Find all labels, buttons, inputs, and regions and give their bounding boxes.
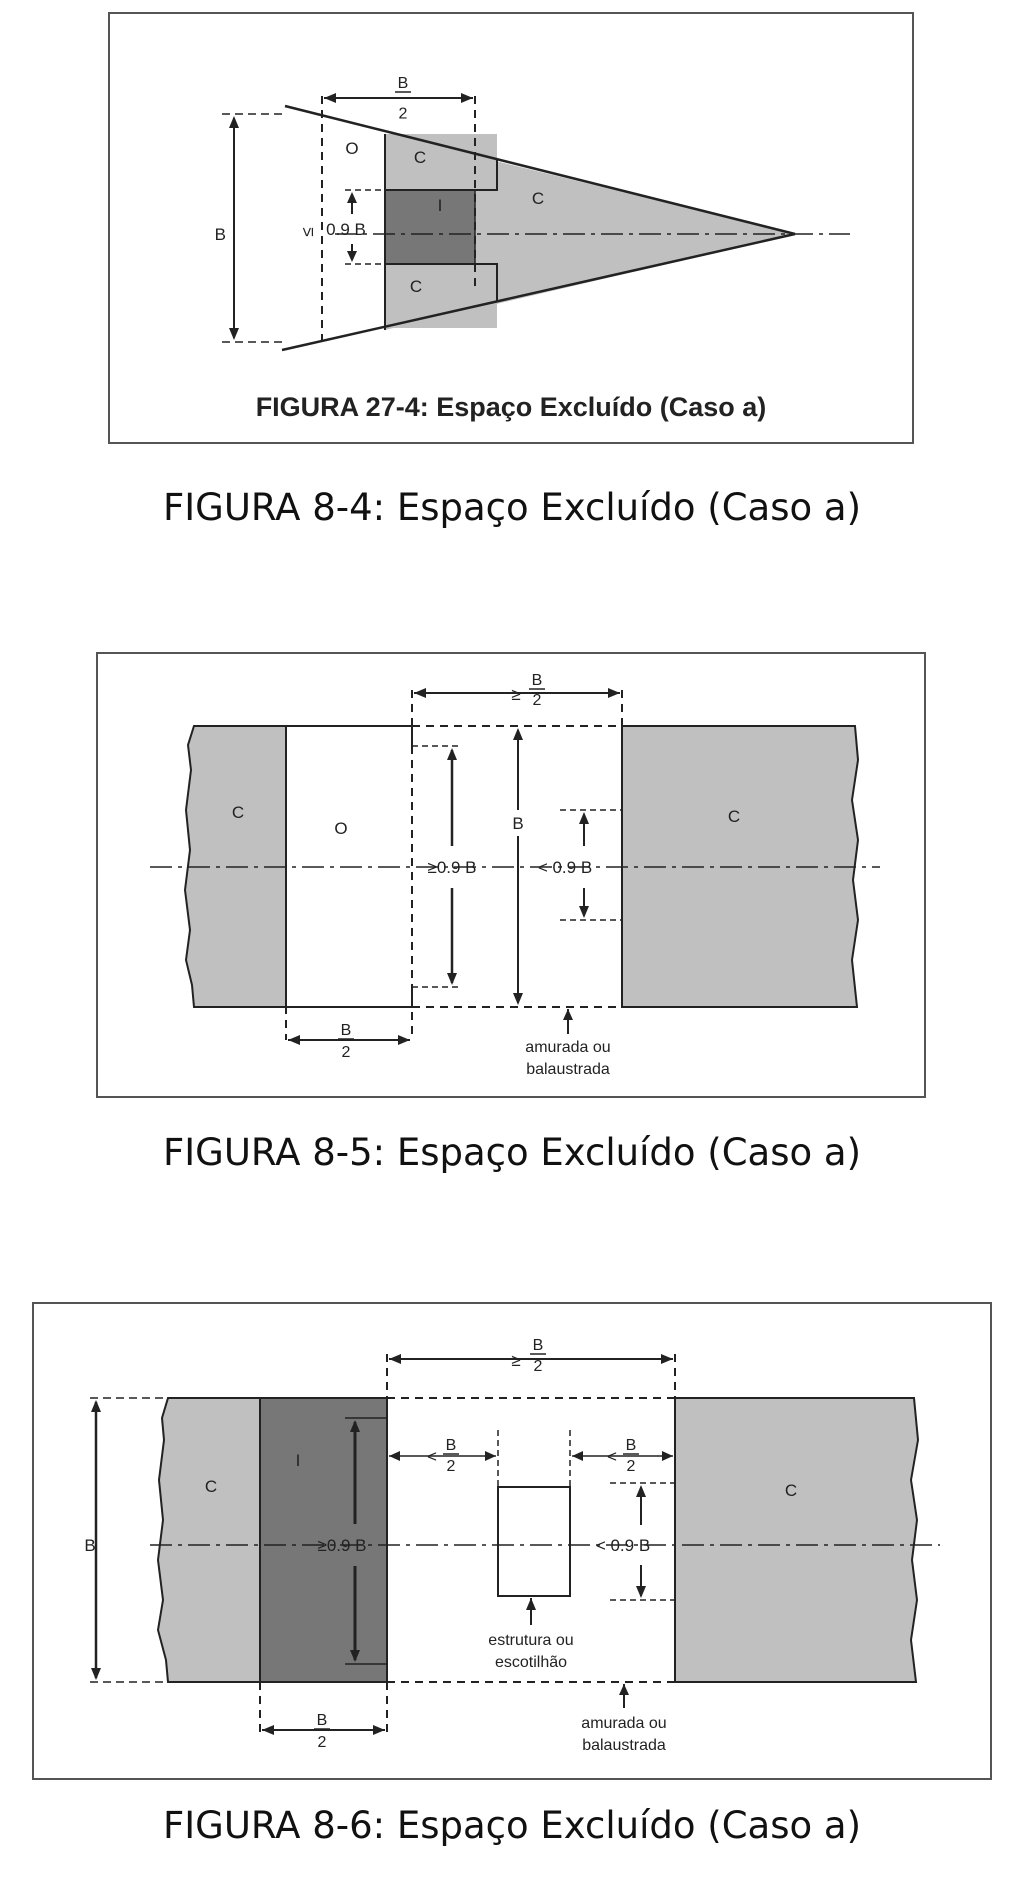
fig1-frac-num: B — [398, 75, 409, 92]
fig1-label-val: 0.9 B — [326, 220, 366, 239]
fig2-label-o: O — [334, 819, 347, 838]
fig2-top-den: 2 — [533, 692, 542, 709]
fig2-top-num: B — [532, 672, 543, 689]
figure-8-6-caption: FIGURA 8-6: Espaço Excluído (Caso a) — [162, 1804, 862, 1847]
fig2-note-2: balaustrada — [526, 1061, 610, 1078]
fig3-top-rel: ≥ — [511, 1351, 520, 1370]
fig3-lt-b: < — [607, 1447, 617, 1466]
fig3-ge-val: ≥0.9 B — [317, 1536, 366, 1555]
fig2-bot-den: 2 — [342, 1044, 351, 1061]
fig3-region-c-left — [156, 1397, 261, 1683]
fig3-b-num: B — [626, 1437, 637, 1454]
fig1-region-c-bot — [385, 264, 497, 328]
fig3-note-2: balaustrada — [582, 1737, 666, 1754]
fig3-label-c-right: C — [785, 1481, 797, 1500]
fig3-top-num: B — [533, 1337, 544, 1354]
fig3-lt-val: < 0.9 B — [596, 1536, 650, 1555]
fig3-bot-num: B — [317, 1712, 328, 1729]
fig2-top-rel: ≥ — [511, 685, 520, 704]
fig3-top-den: 2 — [534, 1358, 543, 1375]
fig3-bot-den: 2 — [318, 1734, 327, 1751]
fig1-inner-caption: FIGURA 27-4: Espaço Excluído (Caso a) — [256, 392, 767, 422]
fig3-lt-a: < — [427, 1447, 437, 1466]
fig3-struct-1: estrutura ou — [488, 1632, 573, 1649]
figure-8-5-caption: FIGURA 8-5: Espaço Excluído (Caso a) — [162, 1131, 862, 1174]
fig3-structure-box — [497, 1486, 571, 1597]
fig2-label-c-right: C — [728, 807, 740, 826]
fig3-note-1: amurada ou — [581, 1715, 666, 1732]
fig1-frac-den: 2 — [399, 105, 408, 122]
fig1-label-rel: ≤ — [298, 227, 317, 236]
fig3-a-den: 2 — [447, 1458, 456, 1475]
fig2-note-1: amurada ou — [525, 1039, 610, 1056]
fig2-label-b: B — [512, 814, 523, 833]
fig1-label-c-bot: C — [410, 277, 422, 296]
fig1-label-i: I — [438, 196, 443, 215]
fig1-label-c-top: C — [414, 148, 426, 167]
fig2-label-c-left: C — [232, 803, 244, 822]
fig3-struct-2: escotilhão — [495, 1654, 567, 1671]
fig3-a-num: B — [446, 1437, 457, 1454]
fig3-label-c-left: C — [205, 1477, 217, 1496]
fig1-label-b: B — [215, 225, 226, 244]
fig1-label-c-mid: C — [532, 189, 544, 208]
fig3-region-i — [259, 1397, 388, 1683]
fig3-b-den: 2 — [627, 1458, 636, 1475]
fig3-label-i: I — [296, 1451, 301, 1470]
figure-8-4-caption: FIGURA 8-4: Espaço Excluído (Caso a) — [162, 486, 862, 529]
fig2-lt-val: < 0.9 B — [538, 858, 592, 877]
fig1-region-i — [385, 190, 475, 264]
fig3-region-c-right — [674, 1397, 920, 1683]
fig1-label-o: O — [345, 139, 358, 158]
fig3-label-b: B — [84, 1536, 95, 1555]
fig2-bot-num: B — [341, 1022, 352, 1039]
fig2-ge-val: ≥0.9 B — [427, 858, 476, 877]
fig1-region-c-top — [385, 134, 497, 190]
